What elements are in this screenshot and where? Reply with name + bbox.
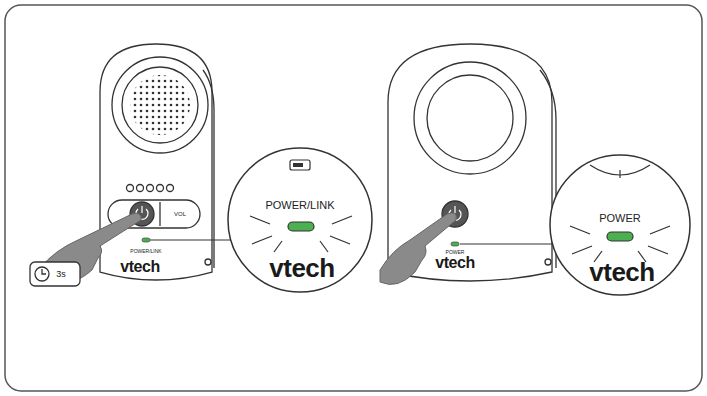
zoom-label: POWER: [599, 213, 641, 224]
timer-label: 3s: [56, 270, 66, 279]
zoom-circle: [228, 148, 372, 292]
button-label: POWER: [446, 250, 465, 255]
button-label: VOL: [174, 211, 186, 217]
button-label: POWER/LINK: [130, 249, 161, 254]
leader-line: [150, 240, 232, 241]
clock-icon: [35, 267, 49, 281]
frame: [5, 5, 702, 391]
leader-line: [460, 244, 552, 245]
brand-logo: vtech: [120, 259, 159, 275]
brand-logo: vtech: [435, 255, 474, 271]
zoom-circle: [550, 155, 690, 295]
timer-box: [30, 262, 80, 286]
zoom-label: POWER/LINK: [265, 200, 334, 211]
parent-unit: [100, 44, 214, 280]
brand-logo: vtech: [589, 259, 654, 285]
brand-logo: vtech: [269, 255, 334, 281]
pointing-hand: [380, 213, 456, 285]
